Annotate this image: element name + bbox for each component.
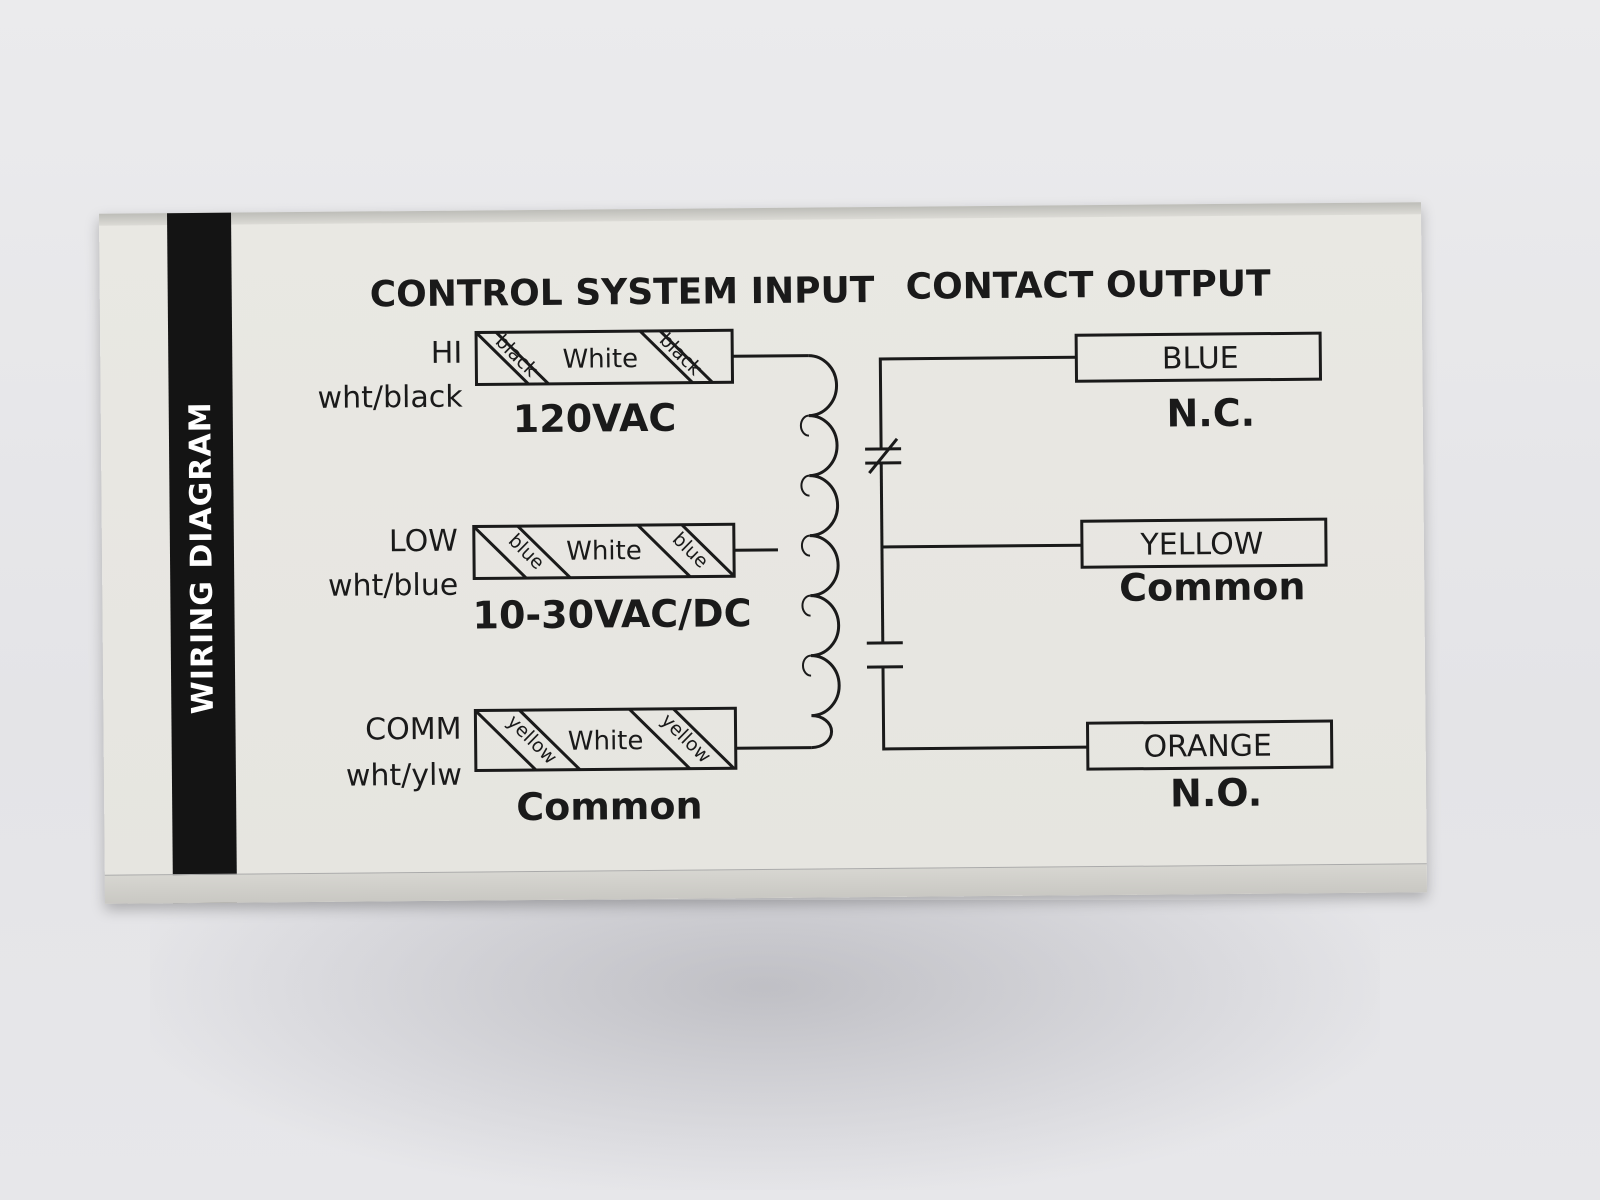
output-blue-color: BLUE: [1162, 341, 1239, 377]
low-stripe-right: blue: [668, 528, 713, 572]
low-body-color: White: [566, 536, 642, 567]
contact-symbol: [865, 355, 1088, 751]
hi-wire-tag: black black White: [474, 328, 735, 387]
input-title: CONTROL SYSTEM INPUT: [370, 270, 875, 315]
output-yellow-function: Common: [1119, 564, 1306, 610]
comm-body-color: White: [568, 726, 644, 757]
hi-lead-name: HI: [431, 336, 463, 371]
product-box: WIRING DIAGRAM CONTROL SYSTEM INPUT CONT…: [99, 202, 1427, 904]
low-stripe-left: blue: [504, 530, 549, 574]
comm-stripe-left: yellow: [503, 711, 562, 769]
output-blue: BLUE N.C.: [1074, 331, 1323, 436]
output-yellow-color: YELLOW: [1139, 527, 1263, 563]
low-lead-name: LOW: [389, 524, 458, 560]
low-lead-wire: wht/blue: [328, 568, 459, 604]
comm-lead-name: COMM: [365, 712, 462, 748]
low-voltage: 10-30VAC/DC: [472, 591, 751, 637]
wiring-diagram: CONTROL SYSTEM INPUT CONTACT OUTPUT HI w…: [317, 264, 1334, 830]
output-orange: ORANGE N.O.: [1085, 719, 1334, 816]
hi-lead-wire: wht/black: [317, 380, 463, 416]
comm-lead-wire: wht/ylw: [346, 758, 462, 794]
comm-voltage: Common: [516, 784, 703, 830]
output-orange-color: ORANGE: [1143, 729, 1272, 765]
hi-body-color: White: [562, 344, 638, 375]
coil-symbol: [732, 354, 841, 750]
hi-voltage: 120VAC: [513, 396, 677, 441]
comm-wire-tag: yellow yellow White: [473, 706, 738, 773]
low-wire-tag: blue blue White: [472, 522, 736, 581]
box-shadow: [150, 900, 1380, 1190]
output-orange-function: N.O.: [1170, 771, 1263, 816]
output-title: CONTACT OUTPUT: [906, 264, 1272, 308]
comm-stripe-right: yellow: [657, 709, 716, 767]
output-blue-function: N.C.: [1166, 391, 1255, 436]
output-yellow: YELLOW Common: [1080, 517, 1328, 610]
